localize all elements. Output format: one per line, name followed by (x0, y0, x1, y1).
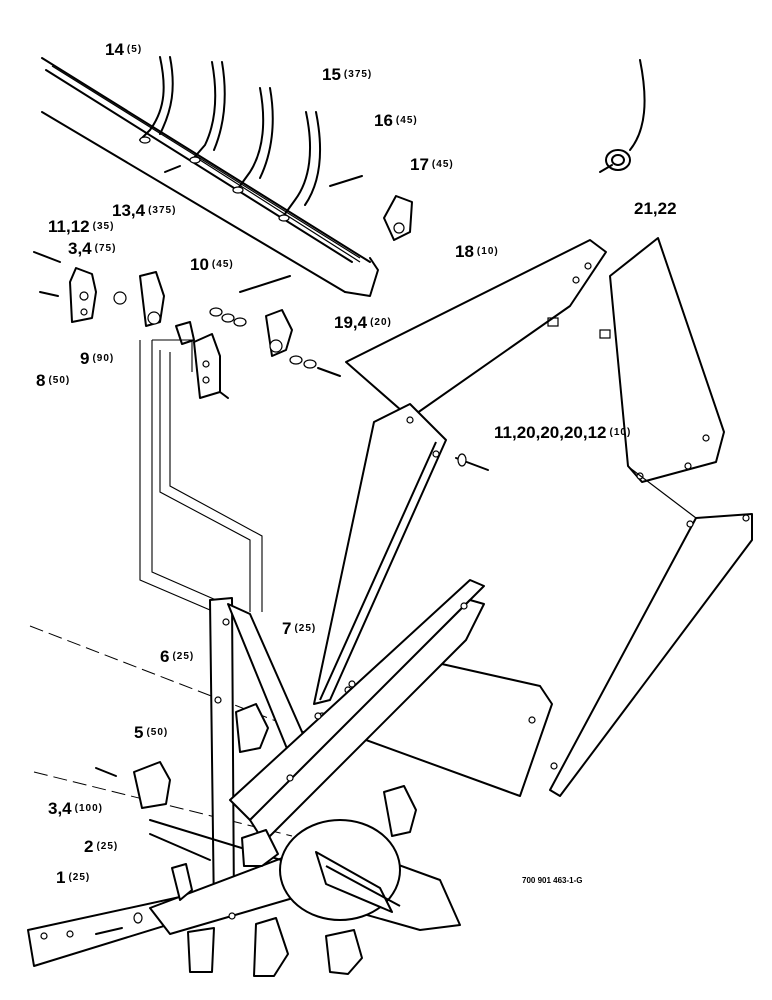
callout-16: 16(45) (374, 112, 418, 129)
callout-18: 18(10) (455, 243, 499, 260)
callout-13-number: 13,4 (112, 201, 146, 220)
callout-8: 8(50) (36, 372, 70, 389)
callout-6-qty: (25) (172, 651, 195, 662)
callout-5-qty: (50) (146, 727, 169, 738)
callout-11-12: 11,12(35) (48, 218, 114, 235)
callout-10: 10(45) (190, 256, 234, 273)
drawing-reference-number: 700 901 463-1-G (522, 876, 583, 885)
callout-9-number: 9 (80, 349, 90, 368)
callout-5-number: 5 (134, 723, 144, 742)
callout-19-4-number: 19,4 (334, 313, 368, 332)
callout-6: 6(25) (160, 648, 194, 665)
callout-11-20-12-qty: (10) (609, 427, 632, 438)
callout-2: 2(25) (84, 838, 118, 855)
callout-19-4: 19,4(20) (334, 314, 392, 331)
callout-3-4-lower-qty: (100) (74, 803, 103, 814)
callout-16-number: 16 (374, 111, 393, 130)
callout-10-qty: (45) (211, 259, 234, 270)
callout-9: 9(90) (80, 350, 114, 367)
callout-11-20-12: 11,20,20,20,12(10) (494, 424, 631, 441)
callout-7-number: 7 (282, 619, 292, 638)
callout-3-4-upper: 3,4(75) (68, 240, 116, 257)
callout-11-12-number: 11,12 (48, 217, 90, 236)
callout-14-number: 14 (105, 40, 124, 59)
callout-8-number: 8 (36, 371, 46, 390)
callout-2-qty: (25) (96, 841, 119, 852)
hanger-brackets (33, 251, 341, 612)
callout-18-qty: (10) (476, 246, 499, 257)
callout-3-4-upper-number: 3,4 (68, 239, 92, 258)
callout-14-qty: (5) (126, 44, 143, 55)
callout-6-number: 6 (160, 647, 170, 666)
callout-16-qty: (45) (395, 115, 418, 126)
callout-8-qty: (50) (48, 375, 71, 386)
callout-3-4-upper-qty: (75) (94, 243, 117, 254)
callout-11-12-qty: (35) (92, 221, 115, 232)
callout-2-number: 2 (84, 837, 94, 856)
callout-11-20-12-number: 11,20,20,20,12 (494, 423, 607, 442)
callout-7: 7(25) (282, 620, 316, 637)
callout-19-4-qty: (20) (370, 317, 392, 328)
reel-bat-assembly (41, 56, 646, 297)
shield-panels (313, 237, 753, 797)
callout-13: 13,4(375) (112, 202, 176, 219)
callout-5: 5(50) (134, 724, 168, 741)
callout-17: 17(45) (410, 156, 454, 173)
callout-3-4-lower-number: 3,4 (48, 799, 72, 818)
callout-1-number: 1 (56, 868, 66, 887)
callout-14: 14(5) (105, 41, 142, 58)
callout-15-number: 15 (322, 65, 341, 84)
callout-15-qty: (375) (343, 69, 373, 80)
callout-9-qty: (90) (92, 353, 115, 364)
callout-1: 1(25) (56, 869, 90, 886)
callout-18-number: 18 (455, 242, 474, 261)
callout-17-qty: (45) (431, 159, 454, 170)
callout-21-22: 21,22 (634, 200, 680, 217)
callout-3-4-lower: 3,4(100) (48, 800, 103, 817)
callout-21-22-number: 21,22 (634, 199, 677, 218)
callout-15: 15(375) (322, 66, 372, 83)
frame-assembly (27, 579, 485, 977)
callout-10-number: 10 (190, 255, 209, 274)
callout-1-qty: (25) (68, 872, 91, 883)
callout-13-qty: (375) (148, 205, 177, 216)
callout-17-number: 17 (410, 155, 429, 174)
callout-7-qty: (25) (294, 623, 317, 634)
